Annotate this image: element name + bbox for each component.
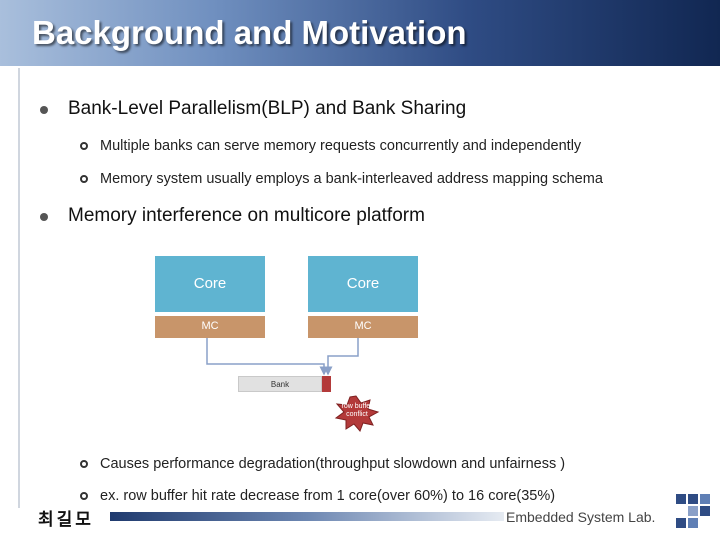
slide-title: Background and Motivation [32, 14, 467, 51]
request-path-right [323, 338, 359, 376]
bullet-text: Memory system usually employs a bank-int… [100, 171, 603, 187]
request-path-left [206, 338, 329, 376]
bullet-circle-icon [80, 492, 88, 500]
bullet-dot-icon [40, 213, 48, 221]
core-box-right: Core [308, 256, 418, 312]
lab-name: Embedded System Lab. [506, 509, 656, 525]
author-name: 최길모 [38, 510, 94, 530]
row-buffer-marker [322, 376, 331, 392]
bullet-circle-icon [80, 460, 88, 468]
title-bar: Background and Motivation [0, 0, 720, 66]
bullet-circle-icon [80, 175, 88, 183]
footer-gradient-bar [110, 512, 504, 521]
mc-box-left: MC [155, 316, 265, 338]
bullet-dot-icon [40, 106, 48, 114]
bullet-circle-icon [80, 142, 88, 150]
mc-box-right: MC [308, 316, 418, 338]
conflict-label: row buffer conflict [341, 403, 373, 418]
bank-box: Bank [238, 376, 322, 392]
left-accent-line [18, 68, 20, 508]
bullet-text: Multiple banks can serve memory requests… [100, 138, 582, 154]
core-box-left: Core [155, 256, 265, 312]
lab-logo-icon [676, 494, 710, 528]
conflict-burst-icon [334, 395, 380, 432]
bullet-text: ex. row buffer hit rate decrease from 1 … [100, 488, 556, 504]
bullet-text: Causes performance degradation(throughpu… [100, 456, 566, 472]
bullet-text: Bank-Level Parallelism(BLP) and Bank Sha… [68, 98, 467, 119]
bullet-text: Memory interference on multicore platfor… [68, 205, 425, 226]
